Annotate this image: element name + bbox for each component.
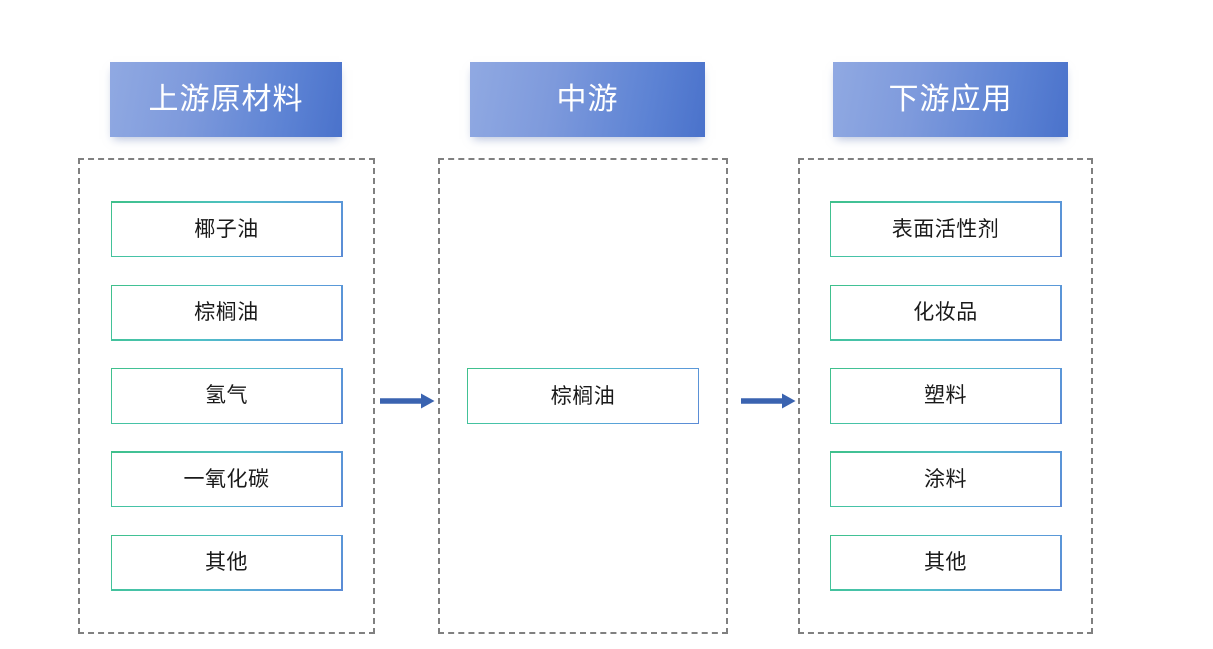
arrow-right-icon — [741, 393, 796, 409]
item-label: 一氧化碳 — [183, 467, 270, 491]
item-label: 椰子油 — [194, 217, 259, 241]
column-container-midstream — [438, 158, 728, 634]
item-box[interactable]: 棕榈油 — [467, 368, 699, 424]
item-box[interactable]: 涂料 — [829, 451, 1062, 508]
column-container-upstream — [78, 158, 375, 634]
item-label: 棕榈油 — [194, 301, 259, 325]
item-list-upstream: 椰子油 棕榈油 氢气 一氧化碳 其他 — [78, 158, 375, 634]
item-label: 其他 — [205, 551, 248, 575]
item-box[interactable]: 一氧化碳 — [110, 451, 343, 508]
item-label: 表面活性剂 — [891, 217, 1000, 241]
item-label: 涂料 — [924, 467, 967, 491]
item-box[interactable]: 塑料 — [829, 367, 1062, 424]
arrow-right-icon — [380, 393, 435, 409]
item-label: 其他 — [924, 551, 967, 575]
item-box[interactable]: 其他 — [829, 534, 1062, 591]
item-label: 塑料 — [924, 384, 967, 408]
item-label: 棕榈油 — [550, 384, 616, 408]
item-list-downstream: 表面活性剂 化妆品 塑料 涂料 其他 — [798, 158, 1093, 634]
item-label: 化妆品 — [913, 301, 978, 325]
item-box[interactable]: 表面活性剂 — [829, 201, 1062, 258]
item-box[interactable]: 化妆品 — [829, 284, 1062, 341]
column-header-midstream: 中游 — [470, 62, 705, 137]
column-container-downstream — [798, 158, 1093, 634]
item-box[interactable]: 棕榈油 — [110, 284, 343, 341]
column-header-upstream: 上游原材料 — [110, 62, 342, 137]
column-header-downstream: 下游应用 — [833, 62, 1068, 137]
column-header-downstream-label: 下游应用 — [888, 82, 1013, 116]
column-header-midstream-label: 中游 — [556, 82, 619, 116]
item-list-midstream: 棕榈油 — [438, 158, 728, 634]
item-box[interactable]: 其他 — [110, 534, 343, 591]
item-box[interactable]: 椰子油 — [110, 201, 343, 258]
column-header-upstream-label: 上游原材料 — [148, 82, 304, 116]
item-box[interactable]: 氢气 — [110, 367, 343, 424]
item-label: 氢气 — [205, 384, 248, 408]
